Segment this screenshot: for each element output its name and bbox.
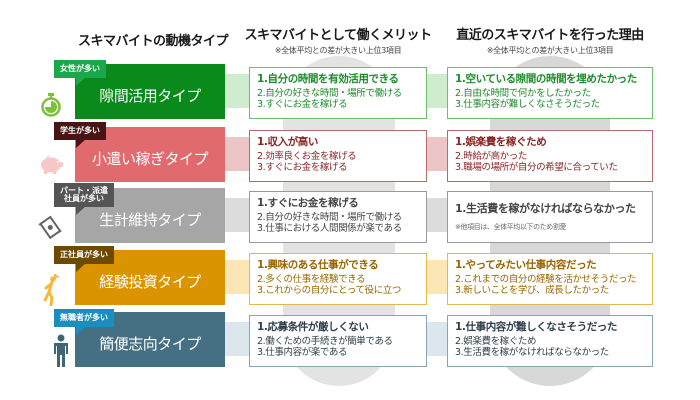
merits-column-header: スキマバイトとして働くメリット ※全体平均との差が大きい上位3項目	[243, 24, 433, 56]
demographic-tag: 無職者が多い	[54, 309, 114, 335]
demographic-tag: パート・派遣 社員が多い	[54, 183, 114, 215]
flying-money-icon	[38, 215, 62, 240]
reasons-card: 1.生活費を稼がなければならなかった ※他項目は、全体平均以下のため割愛	[447, 191, 653, 243]
person-icon	[54, 334, 68, 367]
type-label: 小遣い稼ぎタイプ	[91, 150, 209, 168]
merits-card: 1.応募条件が厳しくない 2.働くための手続きが簡単である 3.仕事内容が楽であ…	[249, 315, 427, 367]
piggy-bank-icon	[41, 155, 63, 174]
merits-card: 1.興味のある仕事ができる 2.多くの仕事を経験できる 3.これからの自分にとっ…	[249, 253, 427, 305]
reaching-person-icon	[43, 273, 59, 306]
reasons-card: 1.やってみたい仕事内容だった 2.これまでの自分の経験を活かせそうだった 3.…	[447, 253, 653, 305]
merits-note: ※全体平均との差が大きい上位3項目	[274, 46, 402, 55]
merits-card: 1.収入が高い 2.効率良くお金を稼げる 3.すぐにお金を稼げる	[249, 130, 427, 182]
reasons-card: 1.娯楽費を稼ぐため 2.時給が高かった 3.職場の場所が自分の希望に合っていた	[447, 130, 653, 182]
type-label: 生計維持タイプ	[99, 211, 201, 229]
merits-card: 1.自分の時間を有効活用できる 2.自分の好きな時間・場所で働ける 3.すぐにお…	[249, 67, 427, 119]
reasons-card: 1.空いている隙間の時間を埋めたかった 2.自由な時間で何かをしたかった 3.仕…	[447, 67, 653, 119]
demographic-tag: 女性が多い	[54, 60, 106, 86]
reasons-column-header: 直近のスキマバイトを行った理由 ※全体平均との差が大きい上位3項目	[447, 24, 653, 56]
type-label: 簡便志向タイプ	[99, 335, 201, 353]
reasons-title: 直近のスキマバイトを行った理由	[456, 28, 644, 43]
type-bar-livelihood: 生計維持タイプ	[75, 188, 225, 243]
reasons-card: 1.仕事内容が難しくなさそうだった 2.娯楽費を稼ぐため 3.生活費を稼がなけれ…	[447, 315, 653, 367]
types-column-header: スキマバイトの動機タイプ	[78, 34, 229, 49]
demographic-tag: 正社員が多い	[54, 246, 114, 272]
stopwatch-icon	[41, 93, 61, 117]
demographic-tag: 学生が多い	[54, 122, 106, 148]
omitted-note: ※他項目は、全体平均以下のため割愛	[455, 223, 567, 232]
type-label: 隙間活用タイプ	[99, 87, 201, 105]
reasons-note: ※全体平均との差が大きい上位3項目	[486, 46, 614, 55]
merits-card: 1.すぐにお金を稼げる 2.自分の好きな時間・場所で働ける 3.仕事における人間…	[249, 191, 427, 243]
type-bar-pocket-money: 小遣い稼ぎタイプ	[75, 127, 225, 182]
type-label: 経験投資タイプ	[99, 273, 201, 291]
merits-title: スキマバイトとして働くメリット	[244, 28, 432, 43]
